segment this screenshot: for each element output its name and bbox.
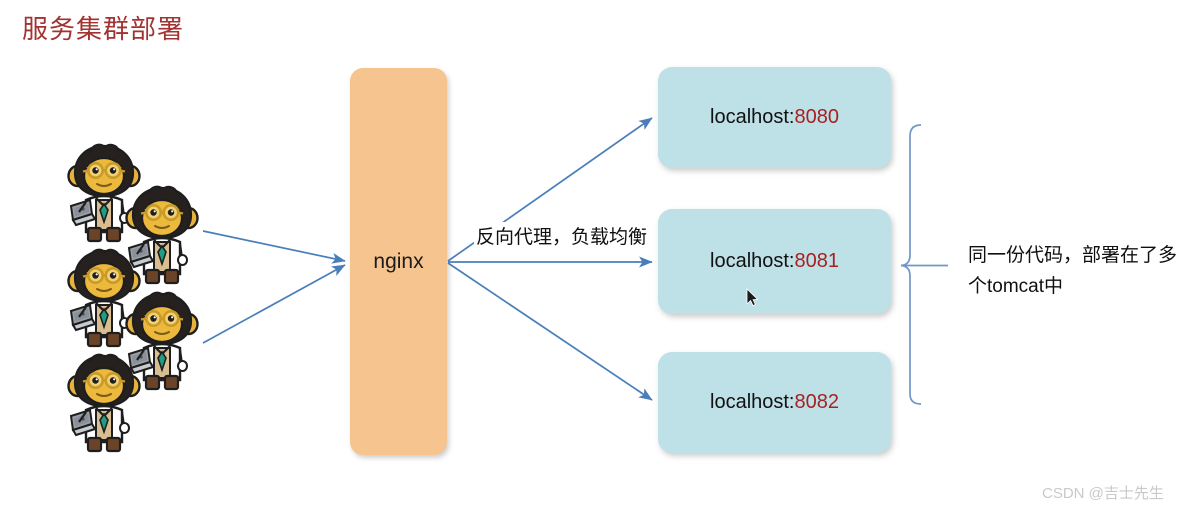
node-host: localhost: xyxy=(710,250,795,272)
node-port: 8080 xyxy=(794,106,840,128)
client-avatar xyxy=(124,182,200,286)
client-avatar xyxy=(66,350,142,454)
deployment-note: 同一份代码，部署在了多 个tomcat中 xyxy=(968,240,1186,302)
client-avatar xyxy=(66,245,142,349)
node-label: localhost:8081 xyxy=(710,250,839,273)
node-box-8080[interactable]: localhost:8080 xyxy=(658,67,891,168)
grouping-brace xyxy=(900,124,948,405)
nginx-box[interactable]: nginx xyxy=(350,68,447,455)
client-avatar xyxy=(66,140,142,244)
node-host: localhost: xyxy=(710,106,795,128)
client-to-nginx-arrows xyxy=(202,230,346,344)
node-label: localhost:8082 xyxy=(710,391,839,414)
node-label: localhost:8080 xyxy=(710,106,839,129)
node-port: 8081 xyxy=(794,250,840,272)
node-host: localhost: xyxy=(710,391,795,413)
page-title: 服务集群部署 xyxy=(22,14,185,44)
node-box-8082[interactable]: localhost:8082 xyxy=(658,352,891,453)
watermark: CSDN @吉士先生 xyxy=(1042,485,1164,502)
nginx-label: nginx xyxy=(373,249,424,273)
client-avatar xyxy=(124,288,200,392)
mouse-cursor-icon xyxy=(746,288,759,307)
node-port: 8082 xyxy=(794,391,840,413)
deployment-note-line2: 个tomcat中 xyxy=(968,276,1064,297)
node-box-8081[interactable]: localhost:8081 xyxy=(658,209,891,314)
deployment-note-line1: 同一份代码，部署在了多 xyxy=(968,245,1178,266)
nginx-to-node-arrows xyxy=(447,117,653,401)
reverse-proxy-label: 反向代理，负载均衡 xyxy=(474,222,650,249)
